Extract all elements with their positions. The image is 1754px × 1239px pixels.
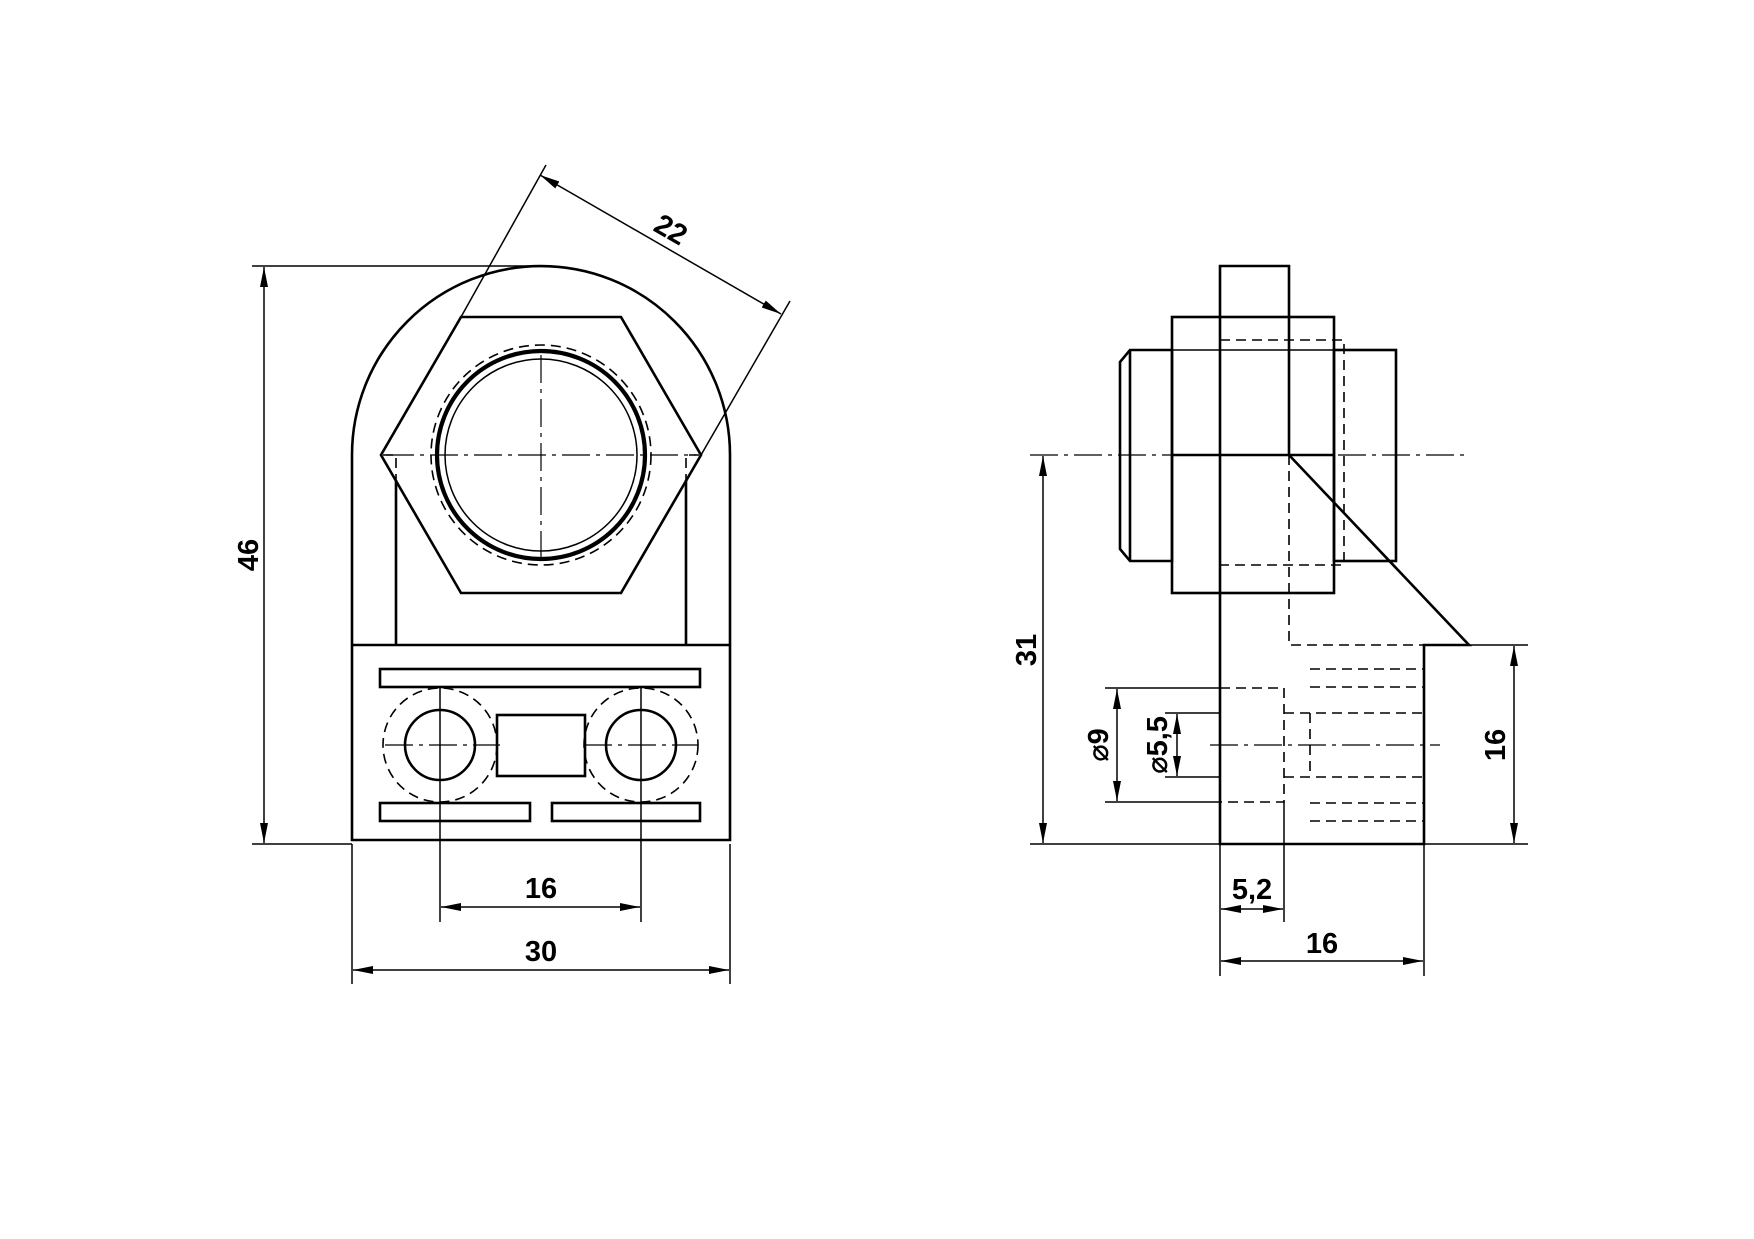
dim-text-16h: 16	[1306, 928, 1338, 960]
bottom-slot-left	[378, 801, 532, 823]
ext-line-22a	[460, 164, 547, 318]
side-view	[1030, 264, 1473, 846]
dim-text-d55: ⌀5,5	[1142, 716, 1174, 774]
bottom-slot-right	[550, 801, 702, 823]
front-dimensions: 22 46 16 30	[233, 164, 791, 984]
top-slot	[378, 667, 702, 689]
dim-text-52: 5,2	[1232, 874, 1272, 906]
dim-line-22	[539, 174, 782, 315]
ext-line-22b	[700, 300, 791, 456]
dim-text-22: 22	[649, 208, 693, 252]
dim-text-d9: ⌀9	[1083, 728, 1115, 762]
front-view	[350, 264, 732, 922]
counterbore-hidden	[1219, 687, 1285, 803]
side-step-hidden	[1288, 455, 1424, 646]
dim-text-16-front: 16	[525, 873, 557, 905]
dim-text-16v: 16	[1480, 729, 1512, 761]
side-bore-hidden	[1219, 339, 1345, 566]
dim-text-31: 31	[1011, 634, 1043, 666]
center-block	[495, 713, 587, 778]
side-dimensions: 31 ⌀9 ⌀5,5 16 5,2 16	[1011, 456, 1528, 976]
dim-text-46: 46	[233, 539, 265, 571]
dim-text-30: 30	[525, 936, 557, 968]
